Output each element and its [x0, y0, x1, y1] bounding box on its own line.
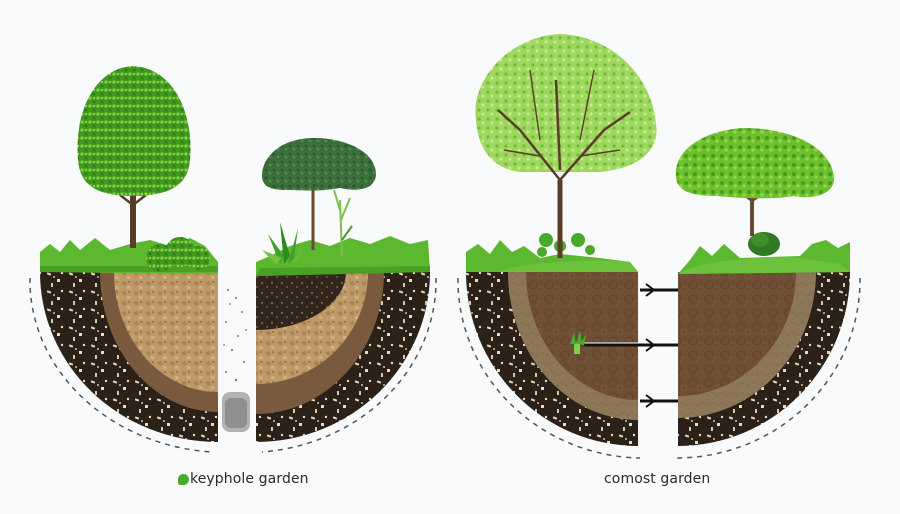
arrow-top — [640, 283, 678, 297]
agave-plant — [262, 222, 304, 264]
falling-gravel — [222, 289, 250, 432]
seedling-icon — [570, 330, 586, 354]
leaf-icon — [178, 474, 189, 485]
dashed-outline-left — [29, 277, 213, 453]
compost-left-soil — [466, 272, 638, 446]
keyhole-garden-panel — [29, 66, 437, 453]
dashed-outline-right — [675, 277, 861, 459]
keyhole-garden-caption: keyphole garden — [190, 471, 309, 487]
spreading-green-tree — [675, 128, 835, 236]
keyhole-right-soil — [256, 272, 430, 442]
ground-clover — [537, 233, 595, 257]
dashed-outline-right — [261, 277, 437, 453]
dashed-outline-left — [457, 277, 641, 459]
compost-garden-caption: comost garden — [604, 471, 711, 487]
arrow-middle — [582, 338, 678, 352]
dark-green-tree — [262, 138, 376, 250]
grass-right — [256, 236, 430, 276]
compost-garden-panel — [457, 34, 861, 459]
arrow-bottom — [640, 394, 678, 408]
round-leafy-tree — [77, 66, 191, 248]
light-green-branching-tree — [475, 34, 657, 258]
dark-shrub — [748, 232, 780, 256]
reed-stalk — [333, 189, 353, 257]
connector-arrows — [582, 283, 678, 408]
shrub — [146, 237, 210, 272]
